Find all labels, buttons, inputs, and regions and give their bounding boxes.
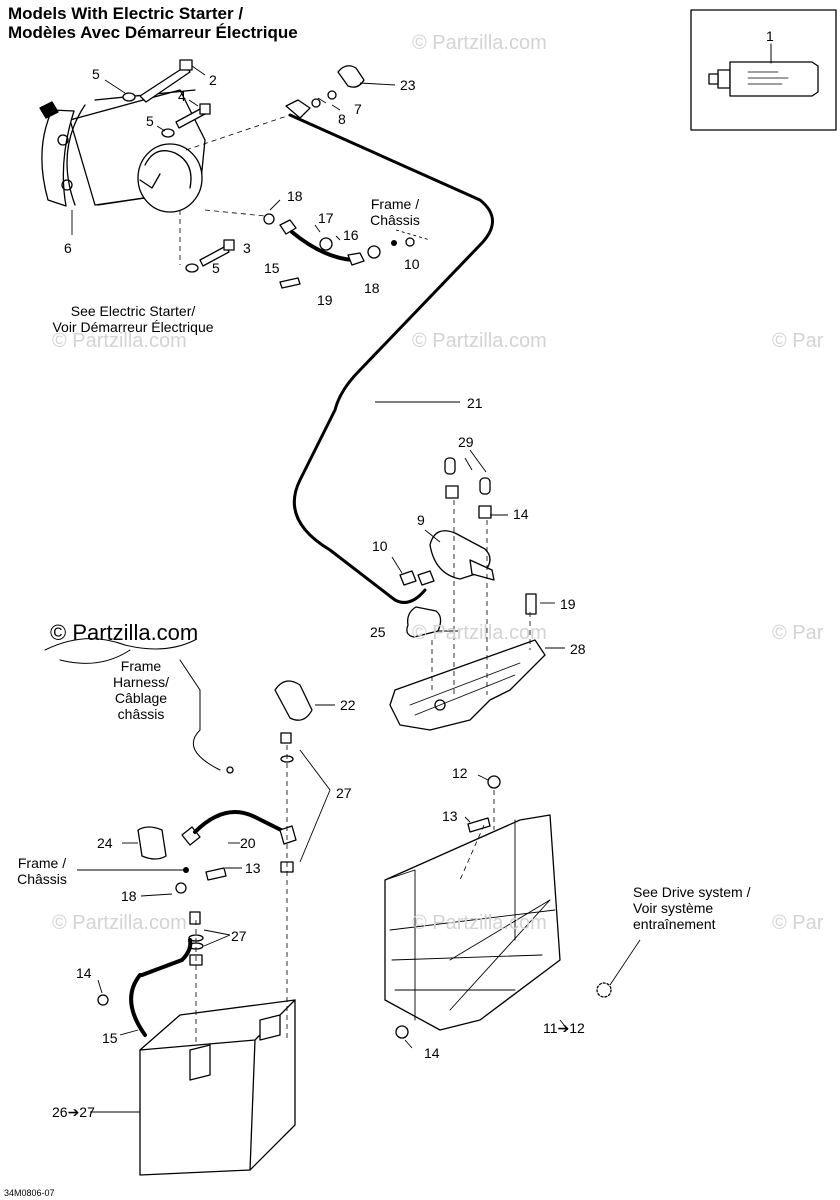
- watermark-faint: © Partzilla.com: [412, 622, 547, 644]
- callout-part-9: 9: [417, 512, 425, 528]
- callout-part-10: 10: [372, 538, 388, 554]
- main-positive-cable: [285, 65, 494, 604]
- note-line: See Electric Starter/: [70, 303, 196, 319]
- callout-part-18: 18: [287, 188, 303, 204]
- callout-part-25: 25: [370, 624, 386, 640]
- terminal-cap: [274, 680, 313, 721]
- sealant-tube-inset: [690, 9, 837, 131]
- starter-solenoid: [399, 457, 495, 586]
- callout-part-28: 28: [570, 641, 586, 657]
- callout-part-12: 12: [452, 765, 468, 781]
- callout-part-22: 22: [340, 697, 356, 713]
- watermark-faint: © Partzilla.com: [412, 912, 547, 934]
- callout-part-19: 19: [560, 596, 576, 612]
- callout-part-29: 29: [458, 434, 474, 450]
- callout-part-21: 21: [467, 395, 483, 411]
- callout-part-15: 15: [264, 260, 280, 276]
- terminal-boot: [406, 606, 442, 638]
- diagram-code: 34M0806-07: [4, 1188, 55, 1198]
- note-line: Harness/: [112, 674, 170, 690]
- callout-part-2: 2: [209, 72, 217, 88]
- watermark-faint-edge: © Par: [772, 330, 824, 352]
- callout-part-10: 10: [404, 256, 420, 272]
- watermark-faint: © Partzilla.com: [412, 330, 547, 352]
- starter-lower-bolt: [185, 239, 235, 273]
- callout-part-5: 5: [212, 260, 220, 276]
- callout-part-14: 14: [76, 965, 92, 981]
- callout-part-26-to-27: 26➔27: [52, 1104, 95, 1120]
- solenoid-support-plate: [389, 593, 546, 731]
- callout-part-14: 14: [424, 1045, 440, 1061]
- callout-part-13: 13: [442, 808, 458, 824]
- watermark-faint: © Partzilla.com: [52, 330, 187, 352]
- note-frame-left: Frame / Châssis: [6, 855, 78, 887]
- callout-part-23: 23: [400, 77, 416, 93]
- watermark-faint: © Partzilla.com: [52, 912, 187, 934]
- callout-part-5: 5: [92, 66, 100, 82]
- battery-tray: [384, 775, 612, 1039]
- note-line: Frame: [120, 658, 162, 674]
- callout-part-27: 27: [336, 785, 352, 801]
- watermark-main: © Partzilla.com: [50, 620, 199, 645]
- starter-short-cable: [263, 213, 415, 289]
- watermark-faint: © Partzilla.com: [412, 32, 547, 54]
- note-line: Voir système: [633, 900, 714, 916]
- callout-part-1: 1: [766, 28, 774, 44]
- note-line: Câblage: [114, 690, 168, 706]
- callout-part-5: 5: [146, 113, 154, 129]
- starter-mounting-bolt: [122, 59, 193, 103]
- note-see-electric-starter: See Electric Starter/ Voir Démarreur Éle…: [18, 303, 248, 335]
- callout-part-18: 18: [364, 280, 380, 296]
- frame-harness: [44, 638, 234, 774]
- callout-part-7: 7: [354, 101, 362, 117]
- callout-part-3: 3: [243, 240, 251, 256]
- callout-part-19: 19: [317, 292, 333, 308]
- note-line: châssis: [117, 706, 165, 722]
- battery-short-cable: [97, 938, 193, 1037]
- callout-part-24: 24: [97, 835, 113, 851]
- note-line: Châssis: [17, 871, 67, 887]
- callout-part-27: 27: [231, 928, 247, 944]
- negative-cable: [137, 810, 297, 894]
- diagram-title-line-1: Models With Electric Starter /: [8, 4, 244, 23]
- watermark-faint-edge: © Par: [772, 912, 824, 934]
- note-line: entraînement: [633, 916, 716, 932]
- callout-part-13: 13: [245, 860, 261, 876]
- starter-upper-bolt: [161, 103, 211, 138]
- note-frame-top: Frame / Châssis: [358, 196, 432, 228]
- callout-part-17: 17: [318, 210, 334, 226]
- callout-part-14: 14: [513, 506, 529, 522]
- note-line: Voir Démarreur Électrique: [52, 319, 214, 335]
- callout-part-11-to-12: 11➔12: [543, 1020, 585, 1036]
- watermark-faint-edge: © Par: [772, 622, 824, 644]
- callout-part-8: 8: [338, 111, 346, 127]
- callout-part-6: 6: [64, 240, 72, 256]
- note-line: Frame /: [370, 196, 420, 212]
- electric-starter-motor: [39, 89, 206, 213]
- note-line: Châssis: [370, 212, 420, 228]
- callout-part-16: 16: [343, 227, 359, 243]
- note-line: See Drive system /: [633, 884, 751, 900]
- callout-part-18: 18: [121, 888, 137, 904]
- note-see-drive-system: See Drive system / Voir système entraîne…: [633, 884, 750, 932]
- callout-part-15: 15: [102, 1030, 118, 1046]
- callout-part-20: 20: [240, 835, 256, 851]
- note-frame-harness: Frame Harness/ Câblage châssis: [100, 658, 182, 722]
- diagram-title-line-2: Modèles Avec Démarreur Électrique: [8, 23, 298, 42]
- callout-part-4: 4: [178, 88, 186, 104]
- battery: [139, 999, 296, 1176]
- note-line: Frame /: [17, 855, 67, 871]
